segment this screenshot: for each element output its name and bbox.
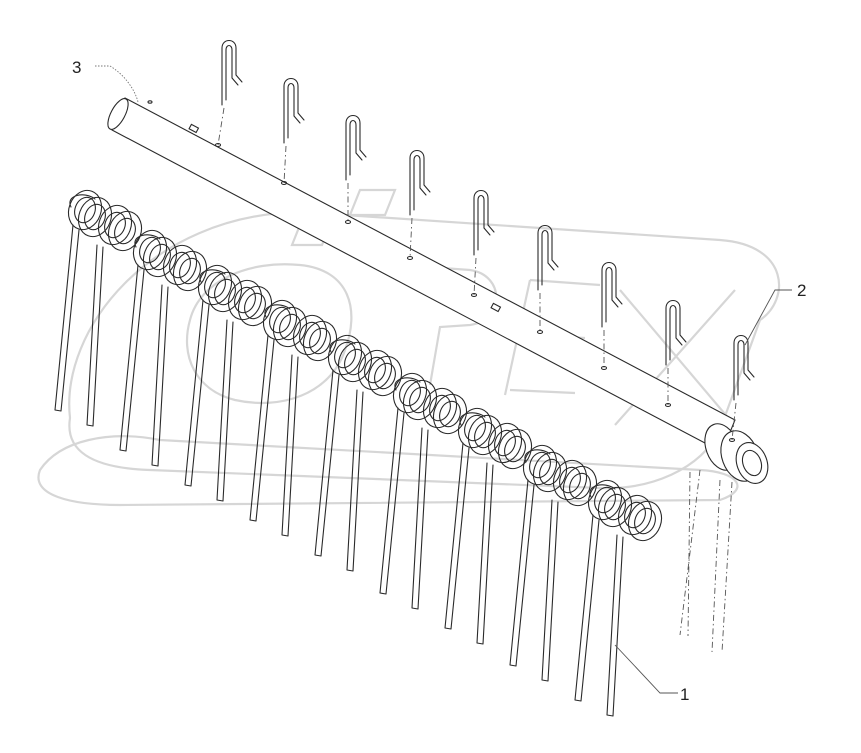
tine-clip bbox=[344, 114, 367, 225]
tine-clip-group bbox=[214, 39, 755, 443]
callout-label-2: 2 bbox=[797, 281, 806, 300]
tine-clip bbox=[664, 299, 687, 408]
shaft bbox=[107, 97, 736, 453]
spring-tine bbox=[119, 229, 208, 467]
callout-labels: 3 2 1 bbox=[72, 58, 806, 704]
tine-clip bbox=[536, 224, 559, 335]
spring-tine bbox=[444, 407, 533, 645]
end-bushing bbox=[704, 423, 769, 484]
spring-tine bbox=[314, 334, 403, 572]
spring-tine bbox=[509, 444, 598, 682]
phantom-tine bbox=[679, 469, 733, 653]
callout-label-1: 1 bbox=[680, 685, 689, 704]
tine-clip bbox=[406, 149, 431, 261]
spring-tine bbox=[249, 299, 338, 537]
spring-tine bbox=[574, 479, 663, 717]
spring-tine bbox=[379, 372, 468, 610]
spring-tine-group bbox=[54, 189, 663, 717]
tine-clip bbox=[280, 77, 305, 186]
spring-tine bbox=[54, 189, 143, 427]
spring-tine bbox=[184, 264, 273, 502]
tine-clip bbox=[470, 189, 495, 298]
tine-clip bbox=[600, 261, 623, 371]
tine-clip bbox=[214, 39, 243, 148]
callout-label-3: 3 bbox=[72, 58, 81, 77]
callout-leaders bbox=[95, 65, 792, 694]
tine-clip bbox=[728, 334, 755, 443]
